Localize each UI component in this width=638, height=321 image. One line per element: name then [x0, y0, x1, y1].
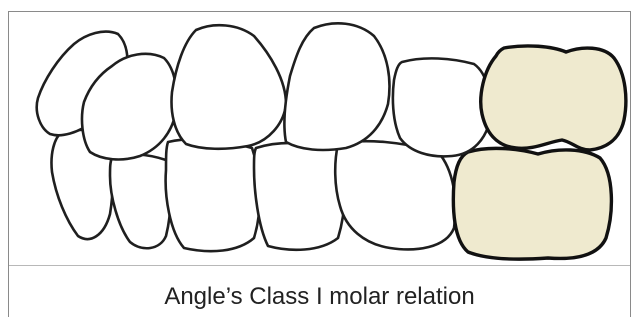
caption-divider	[9, 265, 630, 266]
upper-tooth-5	[393, 58, 491, 156]
upper-tooth-3	[172, 25, 286, 149]
upper-first-molar	[481, 46, 626, 150]
figure-caption: Angle’s Class I molar relation	[9, 282, 630, 312]
lower-tooth-2	[110, 154, 171, 248]
lower-tooth-4	[254, 143, 345, 250]
lower-first-molar	[453, 148, 611, 259]
upper-tooth-4	[284, 23, 389, 150]
lower-tooth-3	[166, 139, 260, 251]
